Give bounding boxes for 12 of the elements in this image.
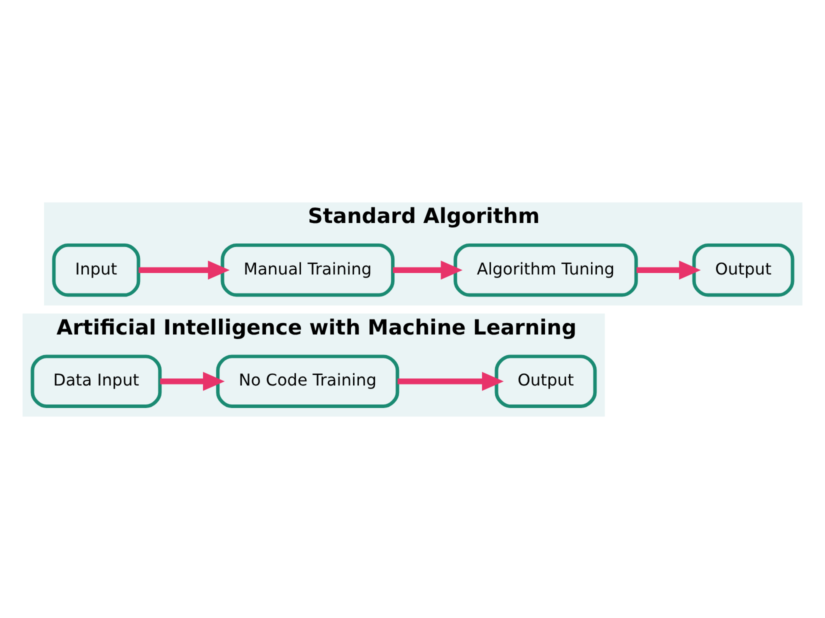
arrow bbox=[138, 260, 230, 280]
node-box: Algorithm Tuning bbox=[454, 242, 638, 296]
arrow bbox=[392, 260, 463, 280]
arrow bbox=[398, 371, 504, 390]
node-box: Output bbox=[494, 354, 597, 408]
arrow bbox=[636, 260, 701, 280]
node-box: Data Input bbox=[30, 354, 162, 408]
node-box: Output bbox=[692, 242, 794, 296]
node-box: Manual Training bbox=[220, 242, 395, 296]
arrow bbox=[160, 371, 225, 390]
node-box: Input bbox=[52, 242, 140, 296]
node-box: No Code Training bbox=[216, 354, 400, 408]
